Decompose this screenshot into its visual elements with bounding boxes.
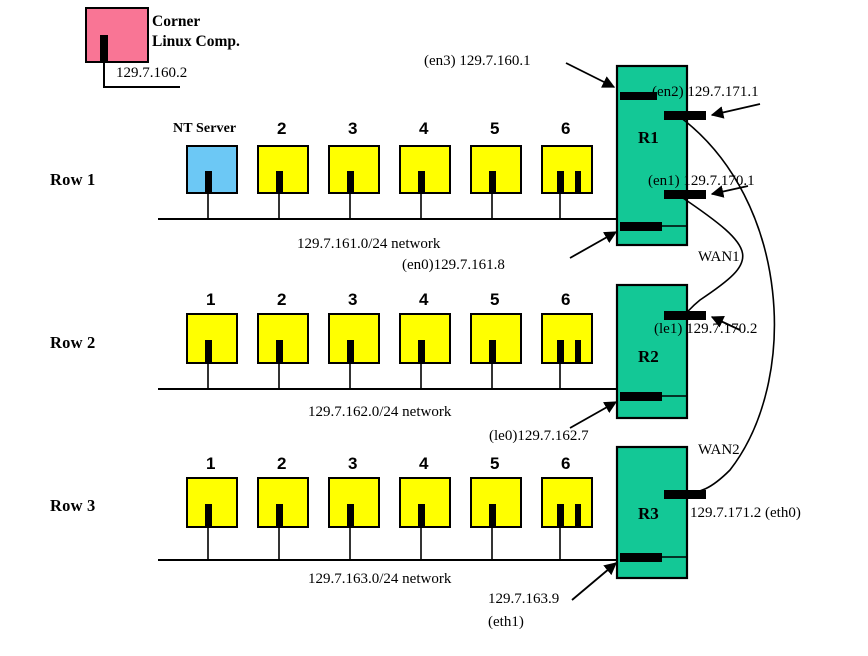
leader-en3 xyxy=(565,62,616,88)
corner-computer-ip: 129.7.160.2 xyxy=(116,65,188,81)
row-label-1: Row 1 xyxy=(50,170,96,189)
host-label-r3-n4: 4 xyxy=(419,454,429,473)
host-label-r3-n3: 3 xyxy=(348,454,358,473)
iface-label-r1-en2: (en2) 129.7.171.1 xyxy=(652,84,759,100)
wan-label-1: WAN1 xyxy=(698,249,740,265)
corner-computer-name-line2: Linux Comp. xyxy=(152,32,240,50)
host-label-r3-n1: 1 xyxy=(206,454,216,473)
host-label-r1-n5: 5 xyxy=(490,119,500,138)
router-r3-shape xyxy=(615,445,706,580)
iface-label-r3-eth0: 129.7.171.2 (eth0) xyxy=(690,505,801,521)
corner-linux-computer xyxy=(85,7,180,88)
iface-label-r1-en0: (en0)129.7.161.8 xyxy=(402,257,505,273)
row1-hosts xyxy=(186,145,593,219)
network-label-row1: 129.7.161.0/24 network xyxy=(297,236,441,252)
iface-label-r3-eth1-line2: (eth1) xyxy=(488,614,524,630)
router-name-r3: R3 xyxy=(638,504,659,523)
leader-en0 xyxy=(569,231,618,259)
host-label-r2-n1: 1 xyxy=(206,290,216,309)
host-label-r1-n2: 2 xyxy=(277,119,287,138)
router-name-r2: R2 xyxy=(638,347,659,366)
wan2-link-curve xyxy=(679,116,776,495)
corner-computer-name-line1: Corner xyxy=(152,13,201,30)
iface-label-r2-le1: (le1) 129.7.170.2 xyxy=(654,321,758,337)
host-label-r1-n3: 3 xyxy=(348,119,358,138)
corner-computer-name: Corner Linux Comp. xyxy=(152,12,240,52)
host-label-r3-n5: 5 xyxy=(490,454,500,473)
router-r1-shape xyxy=(615,64,706,247)
host-label-r3-n6: 6 xyxy=(561,454,571,473)
row-label-3: Row 3 xyxy=(50,496,96,515)
leader-le1 xyxy=(710,316,741,331)
host-label-r1-n1: NT Server xyxy=(173,121,237,136)
row2-hosts xyxy=(186,313,593,389)
host-label-r2-n2: 2 xyxy=(277,290,287,309)
wan1-link-curve xyxy=(679,195,744,316)
network-label-row3: 129.7.163.0/24 network xyxy=(308,571,452,587)
row-label-2: Row 2 xyxy=(50,333,96,352)
leader-le0 xyxy=(569,401,618,429)
router-name-r1: R1 xyxy=(638,128,659,147)
leader-eth1 xyxy=(571,562,617,601)
host-label-r2-n4: 4 xyxy=(419,290,429,309)
host-label-r2-n3: 3 xyxy=(348,290,358,309)
host-label-r3-n2: 2 xyxy=(277,454,287,473)
host-label-r1-n4: 4 xyxy=(419,119,429,138)
iface-label-r2-le0: (le0)129.7.162.7 xyxy=(489,428,589,444)
host-label-r2-n5: 5 xyxy=(490,290,500,309)
iface-label-r1-en1: (en1) 129.7.170.1 xyxy=(648,173,755,189)
iface-label-r3-eth1-line1: 129.7.163.9 xyxy=(488,591,560,607)
leader-en1 xyxy=(710,185,749,198)
leader-en2 xyxy=(710,103,761,119)
network-label-row2: 129.7.162.0/24 network xyxy=(308,404,452,420)
row3-hosts xyxy=(186,477,593,560)
host-label-r1-n6: 6 xyxy=(561,119,571,138)
wan-label-2: WAN2 xyxy=(698,442,740,458)
router-r2-shape xyxy=(615,283,706,420)
host-label-r2-n6: 6 xyxy=(561,290,571,309)
iface-label-r1-en3: (en3) 129.7.160.1 xyxy=(424,53,531,69)
